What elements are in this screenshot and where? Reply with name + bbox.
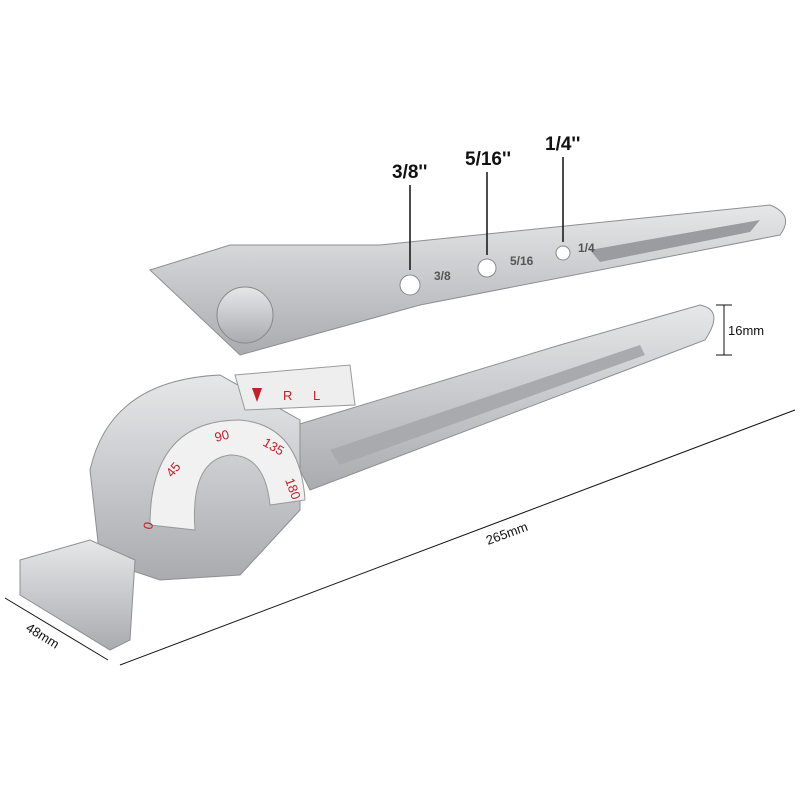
hole-5-16 — [477, 258, 497, 278]
width-dimension-line — [4, 597, 109, 661]
degree-0: 0 — [140, 521, 156, 531]
lower-handle-slot — [330, 345, 645, 465]
callout-3-8: 3/8'' — [392, 162, 427, 183]
length-label: 265mm — [484, 519, 530, 548]
length-dimension-line — [119, 409, 796, 666]
degree-scale — [149, 419, 306, 531]
hole-label-5-16: 5/16 — [510, 254, 534, 268]
callout-5-16: 5/16'' — [465, 149, 511, 170]
width-label: 48mm — [23, 620, 62, 652]
degree-90: 90 — [213, 427, 231, 445]
hole-label-1-4: 1/4 — [578, 241, 595, 255]
base-hook — [19, 539, 136, 651]
hole-3-8 — [399, 274, 421, 296]
upper-handle-slot — [590, 220, 760, 262]
direction-r: R — [283, 388, 292, 403]
direction-l: L — [313, 388, 320, 403]
upper-handle — [149, 204, 787, 356]
thickness-label: 16mm — [728, 323, 764, 338]
hole-1-4 — [555, 245, 571, 261]
callout-lines — [409, 157, 564, 270]
thickness-dimension-line — [716, 304, 732, 356]
degree-180: 180 — [282, 476, 304, 502]
callout-1-4: 1/4'' — [545, 134, 580, 155]
direction-block — [234, 364, 356, 411]
hole-label-3-8: 3/8 — [434, 269, 451, 283]
pivot-pin — [216, 286, 274, 344]
indicator-arrow-icon — [252, 388, 262, 402]
